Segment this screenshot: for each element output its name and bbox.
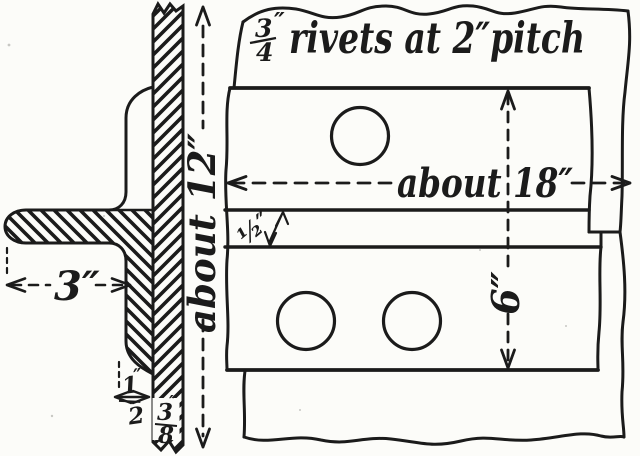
dimension-lines — [5, 5, 632, 449]
dim-gap-arrows — [263, 210, 290, 248]
rivet-hole — [275, 290, 337, 352]
plate-thickness-numerator: 3 — [157, 399, 173, 426]
plate-thickness-denominator: 8 — [157, 422, 174, 449]
rivet-note-denominator: 4 — [256, 38, 273, 67]
bottom-plate-left-edge — [242, 369, 247, 439]
dim-half-numerator: 1 — [120, 371, 140, 400]
rivet-note-unit: ″ — [274, 7, 285, 36]
cross-section-view — [3, 1, 185, 455]
section-tee-hatched — [3, 208, 155, 376]
upper-strip-right-edge — [587, 86, 594, 234]
lower-strip-right-edge — [596, 245, 603, 372]
rivet-hole — [381, 290, 443, 352]
top-plate-left-edge — [232, 20, 245, 90]
plate-thickness-unit: ″ — [169, 392, 177, 413]
dim-12-label: about 12″ — [180, 133, 224, 333]
dim-12-arrows — [195, 5, 211, 449]
rivet-note: 3 4 ″ rivets at 2″pitch — [249, 7, 585, 67]
bottom-plate-torn-edge — [242, 432, 626, 446]
dim-half-denominator: 2 — [125, 402, 146, 431]
dim-6-label: 6″ — [483, 271, 528, 314]
dim-half-unit: ″ — [132, 364, 144, 387]
dim-3-arrows — [5, 277, 132, 293]
face-view — [223, 4, 632, 446]
labels: 3 4 ″ rivets at 2″pitch about 18″ about … — [54, 7, 585, 449]
dim-half-arrows — [113, 389, 151, 405]
flange-left-torn-edge — [224, 86, 232, 372]
dim-3-label: 3″ — [54, 263, 100, 310]
dim-three-eighths-label: ″ 3 8 — [152, 392, 180, 449]
joint-step-line — [587, 230, 622, 249]
top-plate-right-edge — [618, 9, 632, 234]
top-plate-torn-edge — [241, 4, 630, 24]
rivet-hole — [329, 105, 391, 167]
rivet-note-text: rivets at 2″pitch — [289, 14, 585, 64]
plate-thickness-fraction-bar — [154, 423, 178, 427]
label-backplate — [152, 398, 180, 440]
section-plate — [151, 1, 185, 455]
dim-half-label: ″ 1 2 — [118, 364, 146, 431]
dim-18-arrows — [226, 175, 632, 191]
rivet-note-numerator: 3 — [255, 14, 272, 43]
bottom-plate-right-edge — [618, 230, 627, 439]
rivet-note-fraction-bar — [249, 36, 277, 45]
dim-half-fraction-bar — [118, 399, 141, 403]
scan-noise — [7, 43, 567, 418]
dim-6-arrows — [500, 89, 516, 370]
dim-18-label: about 18″ — [397, 160, 573, 207]
